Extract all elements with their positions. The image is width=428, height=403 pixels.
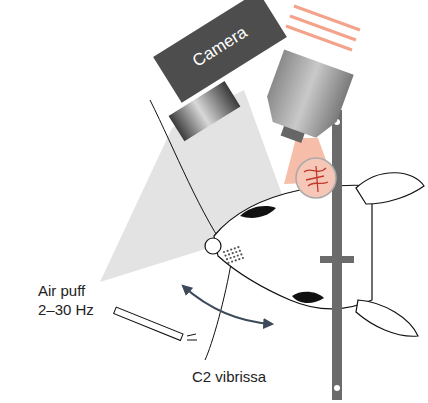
whisker-follicle — [228, 253, 230, 255]
objective — [256, 49, 354, 151]
mouse-eye — [292, 292, 324, 303]
whisker-follicle — [227, 262, 229, 264]
mouse-nose — [205, 238, 221, 254]
whisker-follicle — [231, 261, 233, 263]
whisker-follicle — [223, 251, 225, 253]
whisker-follicle — [224, 255, 226, 257]
mouse-head — [214, 185, 372, 309]
whisker-follicle — [230, 249, 232, 251]
whisker-follicle — [237, 246, 239, 248]
whisker-follicle — [227, 250, 229, 252]
whisker-follicle — [235, 259, 237, 261]
whisker-follicle — [232, 252, 234, 254]
whisker-follicle — [234, 247, 236, 249]
cranial-window — [296, 158, 336, 198]
whisker-follicle — [230, 257, 232, 259]
whisker-follicle — [238, 258, 240, 260]
whisker-follicle — [242, 257, 244, 259]
whisker-pad — [223, 246, 244, 264]
camera-body: Camera — [153, 0, 287, 103]
stimulus-label: Air puff 2–30 Hz — [38, 282, 102, 320]
vasculature — [304, 166, 328, 192]
air-puff-nozzle — [114, 307, 183, 340]
motion-arrow — [183, 286, 272, 324]
air-stream — [187, 334, 197, 340]
whisker-follicle — [235, 251, 237, 253]
mouse-ear — [356, 173, 424, 204]
whisker-follicle — [233, 256, 235, 258]
whisker-follicle — [226, 258, 228, 260]
whisker-follicle — [237, 255, 239, 257]
whisker-follicle — [240, 253, 242, 255]
head-post — [320, 110, 354, 400]
whisker-follicle — [239, 250, 241, 252]
mouse-ear — [356, 300, 418, 336]
laser-lines — [286, 6, 360, 50]
camera-label: Camera — [189, 22, 251, 71]
whisker-label: C2 vibrissa — [192, 368, 266, 387]
mouse-eye — [240, 206, 276, 218]
